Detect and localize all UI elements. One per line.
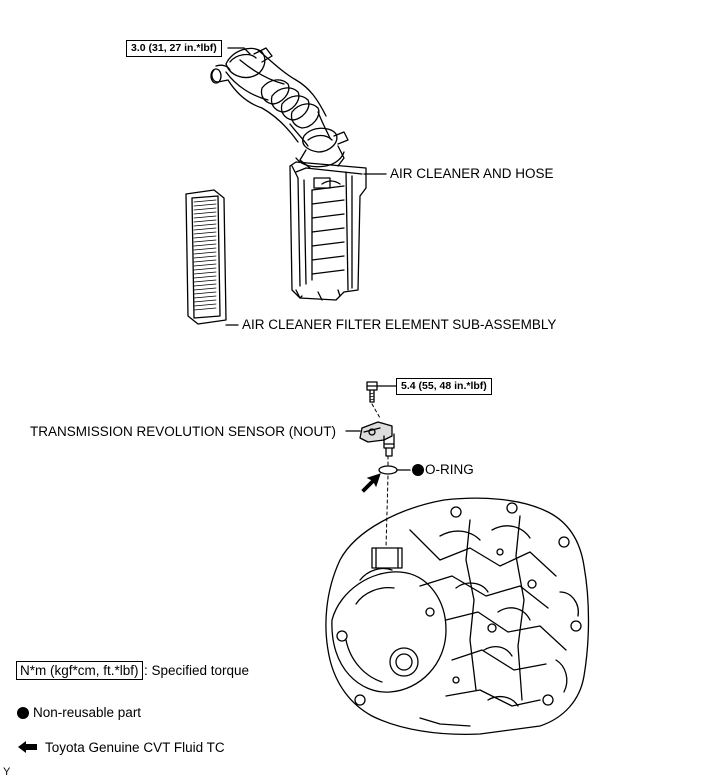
air-intake-hose (210, 47, 349, 169)
air-cleaner-case (289, 161, 367, 301)
legend-fluid: Toyota Genuine CVT Fluid TC (45, 740, 225, 755)
label-revolution-sensor: TRANSMISSION REVOLUTION SENSOR (NOUT) (30, 424, 337, 439)
o-ring-non-reusable-icon (412, 464, 424, 476)
filled-circle-icon (17, 707, 29, 719)
sensor-torque-box: 5.4 (55, 48 in.*lbf) (396, 378, 492, 395)
arrow-left-icon (18, 741, 37, 753)
transaxle-assembly (325, 497, 590, 735)
fluid-arrow-icon (361, 473, 381, 493)
hose-torque-box: 3.0 (31, 27 in.*lbf) (126, 40, 222, 57)
label-filter-element: AIR CLEANER FILTER ELEMENT SUB-ASSEMBLY (242, 317, 557, 332)
dashed-line-o-ring (385, 475, 389, 549)
corner-mark: Y (3, 766, 11, 778)
label-air-cleaner-hose: AIR CLEANER AND HOSE (390, 166, 554, 181)
air-filter-element (185, 189, 227, 325)
dashed-line-bolt (371, 403, 381, 419)
label-o-ring: O-RING (425, 462, 474, 477)
revolution-sensor (345, 421, 395, 457)
o-ring-shape (378, 465, 398, 475)
legend-non-reusable: Non-reusable part (33, 705, 142, 720)
legend-torque-desc: : Specified torque (144, 663, 250, 678)
legend-torque-unit: N*m (kgf*cm, ft.*lbf) (16, 661, 143, 680)
sensor-bolt (366, 381, 397, 403)
leader-hose-torque (227, 47, 251, 55)
